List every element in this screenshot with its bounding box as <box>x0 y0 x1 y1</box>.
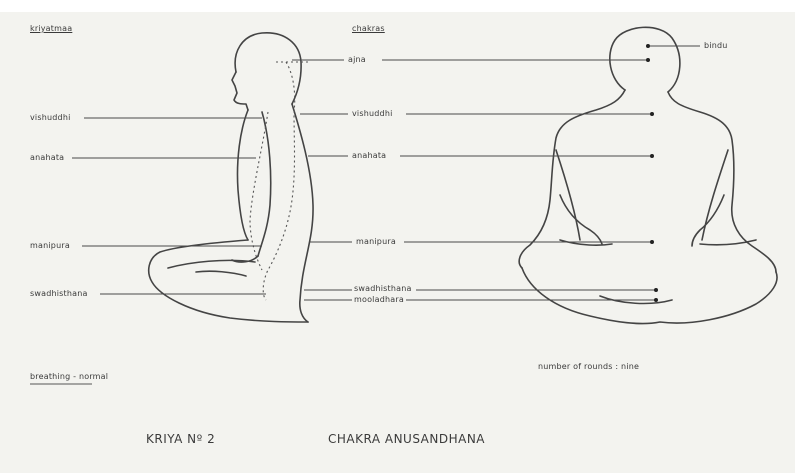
center-label-mooladhara: mooladhara <box>354 295 404 304</box>
center-label-anahata: anahata <box>352 151 386 160</box>
left-label-anahata: anahata <box>30 153 64 162</box>
header-label-center: chakras <box>352 24 385 33</box>
point-bindu <box>646 44 650 48</box>
center-label-ajna: ajna <box>348 55 366 64</box>
center-label-swadhisthana: swadhisthana <box>354 284 412 293</box>
kriya-name: CHAKRA ANUSANDHANA <box>328 432 485 446</box>
left-label-swadhisthana: swadhisthana <box>30 289 88 298</box>
point-vishuddhi <box>650 112 654 116</box>
point-ajna <box>646 58 650 62</box>
center-label-vishuddhi: vishuddhi <box>352 109 393 118</box>
point-swadhisthana <box>654 288 658 292</box>
point-mooladhara <box>654 298 658 302</box>
header-label-bindu: bindu <box>704 41 728 50</box>
header-label-left: kriyatmaa <box>30 24 72 33</box>
left-label-manipura: manipura <box>30 241 70 250</box>
rounds-note: number of rounds : nine <box>538 362 639 371</box>
center-label-manipura: manipura <box>356 237 396 246</box>
point-manipura <box>650 240 654 244</box>
left-label-vishuddhi: vishuddhi <box>30 113 71 122</box>
breathing-note: breathing - normal <box>30 372 108 381</box>
point-anahata <box>650 154 654 158</box>
kriya-number: KRIYA Nº 2 <box>146 432 215 446</box>
